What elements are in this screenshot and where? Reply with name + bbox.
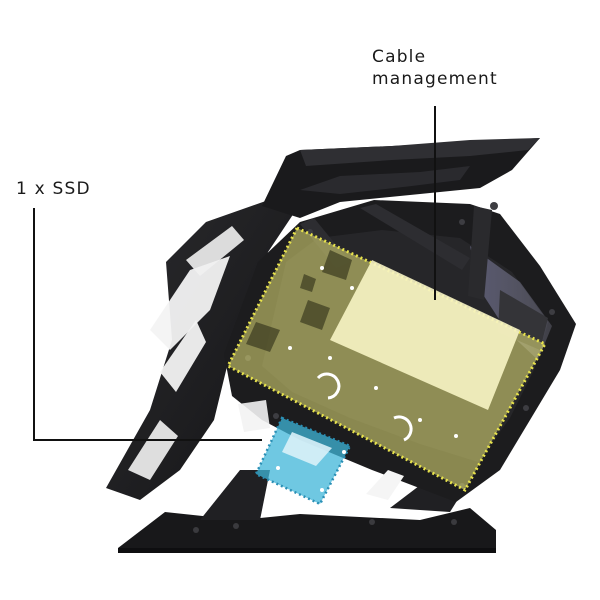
ssd-leader-line	[33, 208, 262, 441]
case-side-frame	[106, 196, 296, 500]
cable-management-zone	[225, 226, 548, 493]
callout-leader-lines	[33, 106, 436, 441]
ssd-zone	[254, 416, 352, 506]
case-top-crown	[262, 138, 540, 218]
cable-label-line2: management	[372, 69, 498, 89]
cable-label-line1: Cable	[372, 47, 427, 67]
cable-management-label: Cable management	[372, 46, 498, 90]
ssd-label: 1 x SSD	[16, 179, 91, 199]
